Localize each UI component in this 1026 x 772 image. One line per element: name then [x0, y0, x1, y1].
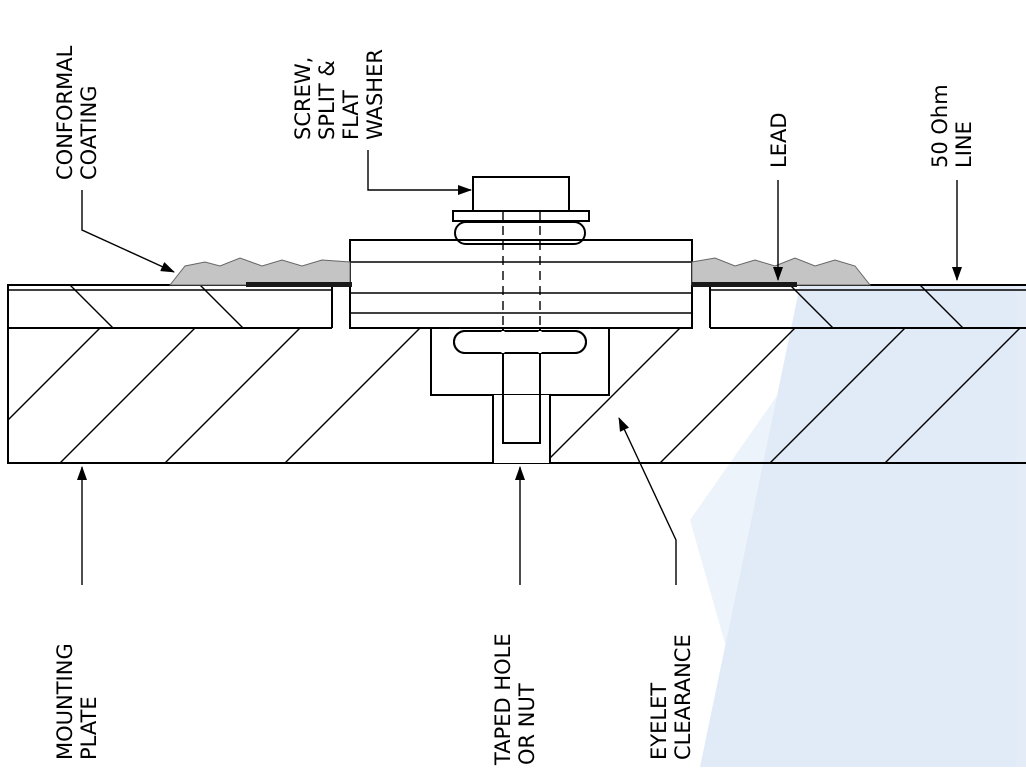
- label-mounting-plate-line1: MOUNTING: [53, 643, 77, 760]
- lead-left: [246, 282, 352, 287]
- label-lead: LEAD: [767, 112, 791, 168]
- label-lead-line1: LEAD: [767, 112, 791, 168]
- label-50-ohm-line2: LINE: [952, 121, 976, 168]
- screw-head: [472, 176, 570, 212]
- board-hatching: [69, 285, 964, 328]
- watermark-shape-a: [700, 285, 1026, 767]
- label-taped-hole-line2: OR NUT: [515, 683, 539, 765]
- lead-right: [692, 282, 797, 287]
- taped-hole: [492, 395, 551, 463]
- screw-head-assembly: [452, 176, 590, 245]
- plate-hatching: [8, 328, 1021, 463]
- mounting-plate: [7, 327, 1026, 464]
- leader-screw: [367, 150, 472, 195]
- label-eyelet-clearance: EYELET CLEARANCE: [647, 634, 695, 760]
- label-mounting-plate-line2: PLATE: [77, 696, 101, 760]
- label-conformal-coating-line2: COATING: [77, 85, 101, 180]
- label-50-ohm-line: 50 Ohm LINE: [928, 84, 976, 168]
- label-taped-hole: TAPED HOLE OR NUT: [491, 633, 539, 766]
- label-eyelet-clearance-line1: EYELET: [647, 683, 671, 760]
- watermark-shape-b: [690, 320, 920, 767]
- lower-washer: [453, 330, 587, 354]
- leads: [246, 282, 797, 287]
- label-conformal-coating: CONFORMAL COATING: [53, 45, 101, 180]
- label-screw-line4: WASHER: [363, 49, 387, 140]
- watermark-logo: [690, 285, 1026, 767]
- label-screw-line1: SCREW,: [291, 57, 315, 140]
- label-mounting-plate: MOUNTING PLATE: [53, 643, 101, 760]
- board-cutout: [331, 284, 711, 329]
- label-screw: SCREW, SPLIT & FLAT WASHER: [291, 49, 387, 140]
- label-screw-line2: SPLIT &: [315, 60, 339, 140]
- screw-shank: [453, 327, 587, 444]
- label-screw-line3: FLAT: [339, 90, 363, 140]
- label-conformal-coating-line1: CONFORMAL: [53, 45, 77, 180]
- label-eyelet-clearance-line2: CLEARANCE: [671, 634, 695, 760]
- screw-hidden-lines: [502, 211, 541, 330]
- flat-washer: [452, 210, 590, 222]
- eyelet-clearance-cavity: [430, 327, 610, 396]
- leader-conformal-coating: [81, 190, 175, 273]
- leader-eyelet-clearance: [618, 417, 677, 585]
- label-50-ohm-line1: 50 Ohm: [928, 84, 952, 168]
- label-taped-hole-line1: TAPED HOLE: [491, 633, 515, 766]
- coating-left: [168, 257, 351, 286]
- leader-lines: [77, 150, 962, 585]
- coating-right: [691, 257, 872, 286]
